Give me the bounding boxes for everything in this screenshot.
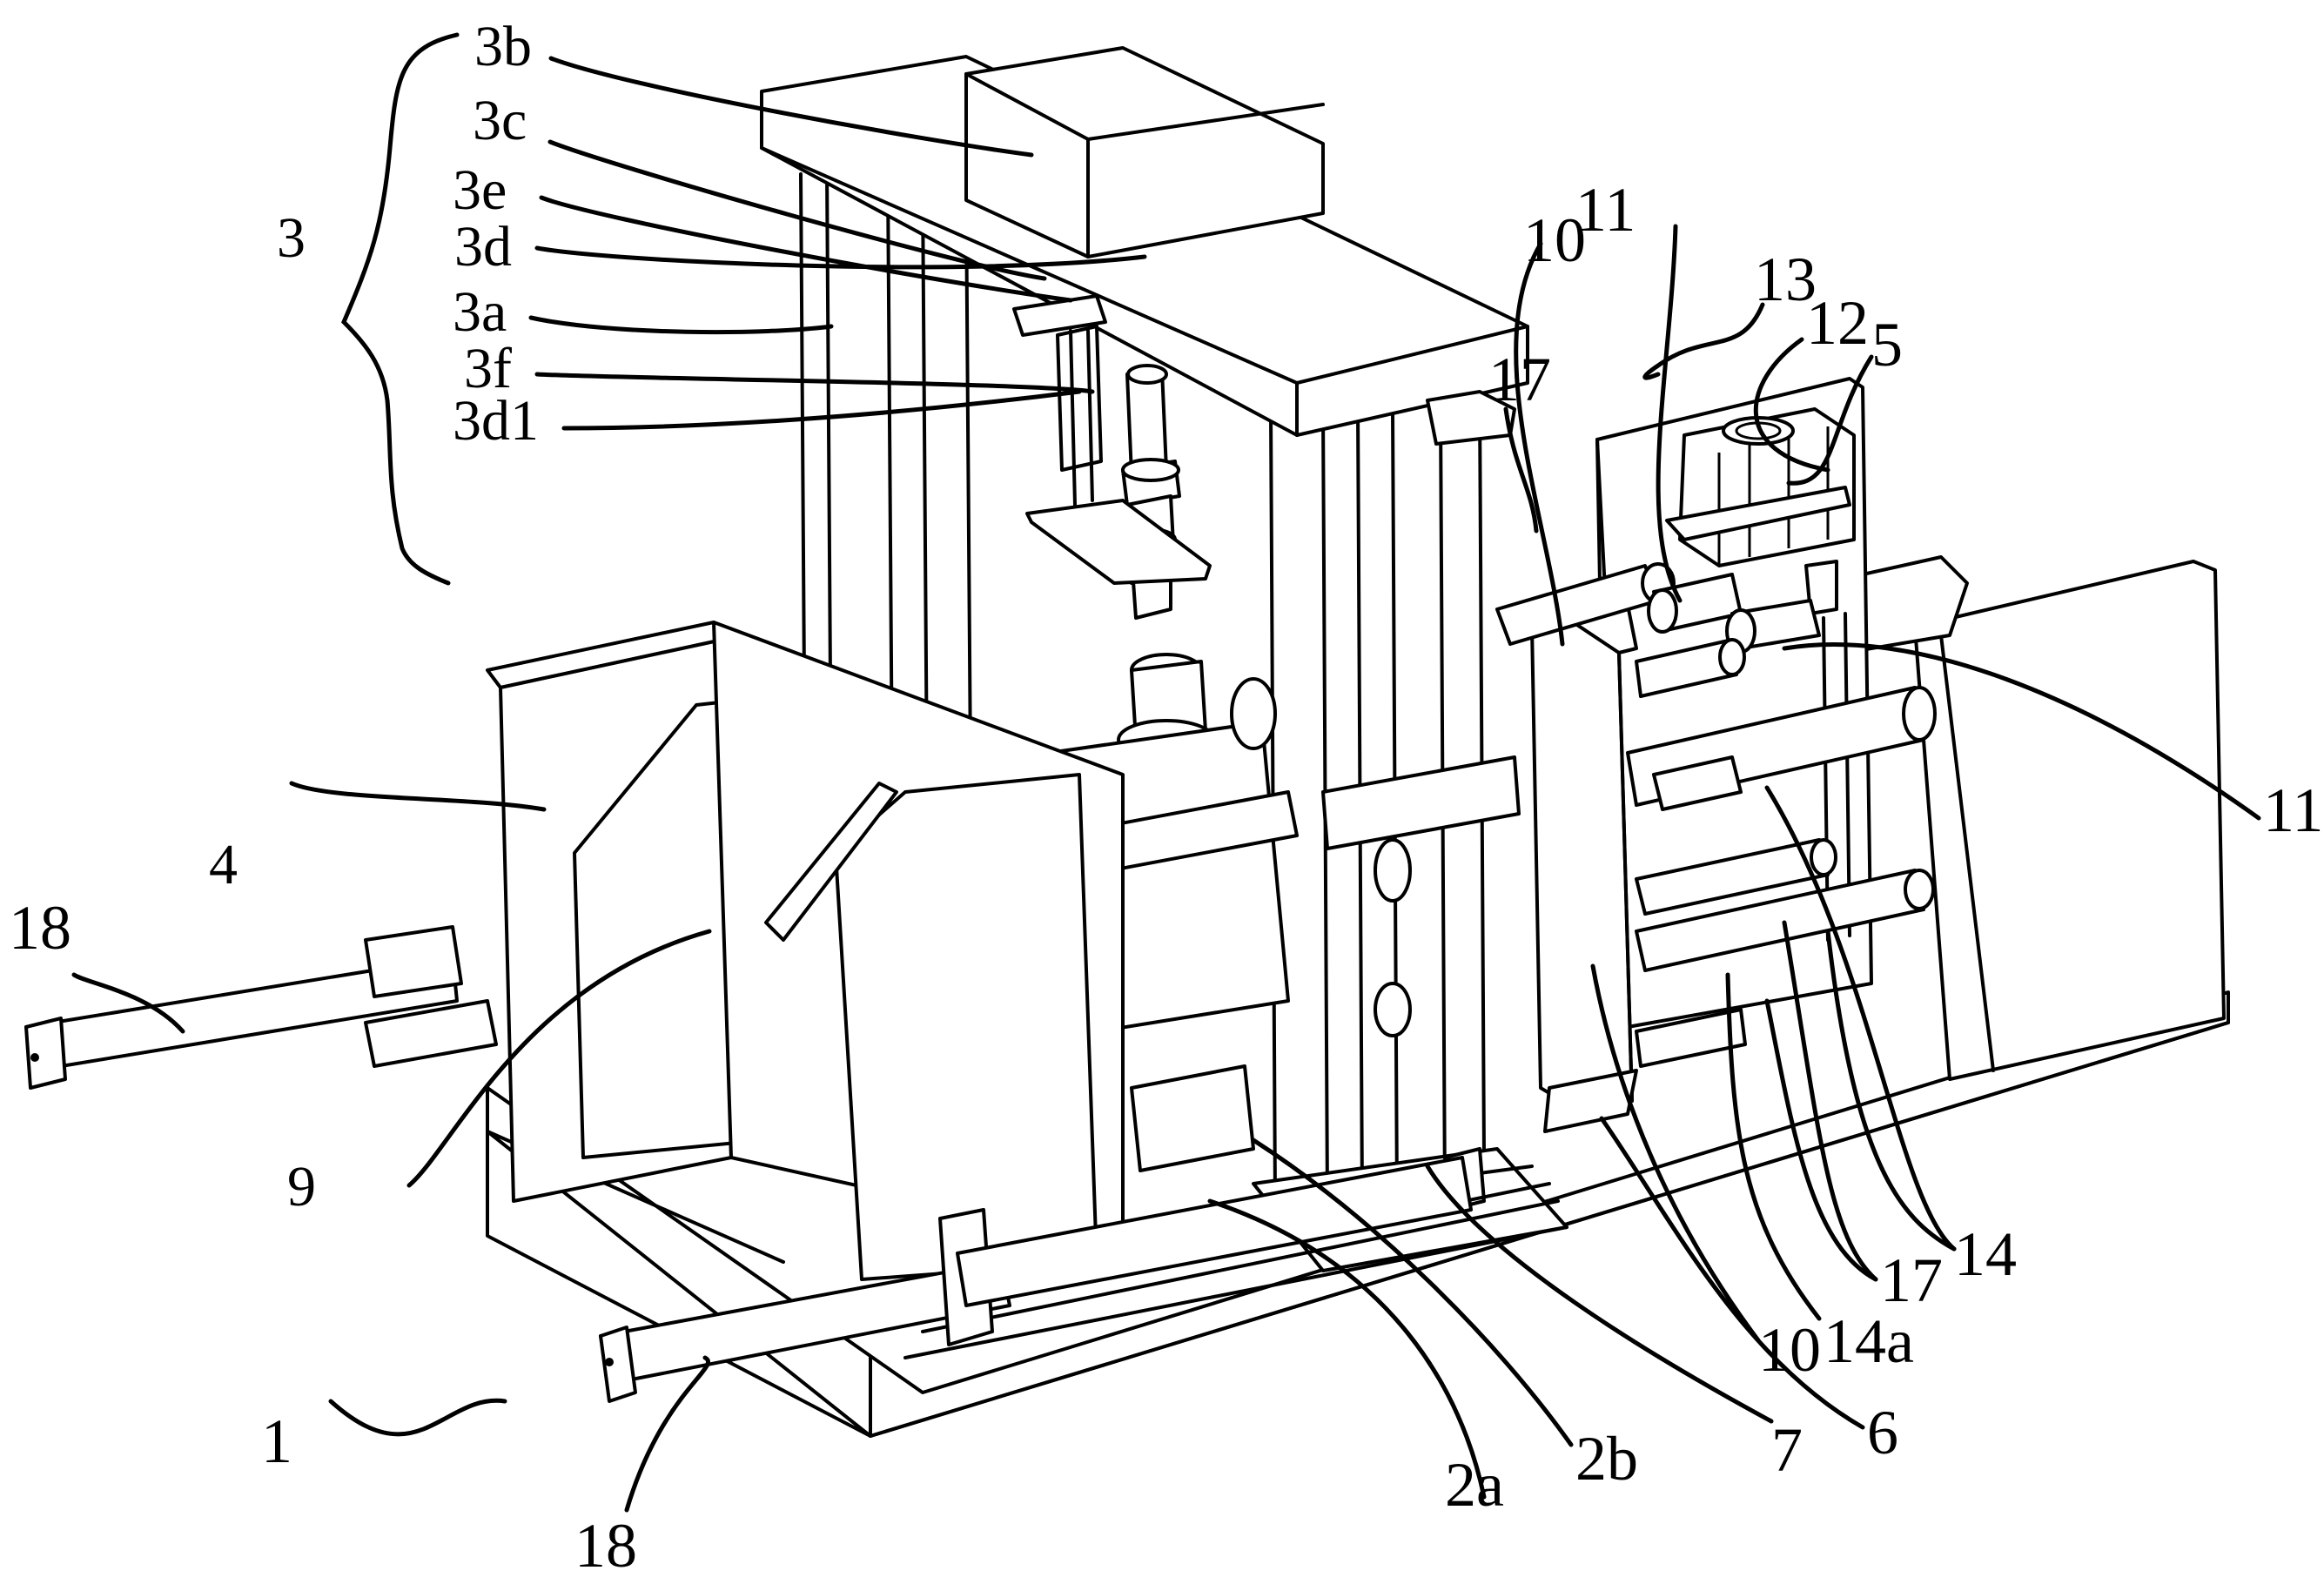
label-7: 7: [1771, 1415, 1803, 1485]
label-11-lower: 11: [2263, 775, 2323, 845]
label-9: 9: [287, 1155, 316, 1218]
label-11-upper: 11: [1575, 175, 1636, 245]
label-3a: 3a: [453, 280, 507, 344]
label-2b: 2b: [1575, 1424, 1638, 1493]
label-3: 3: [277, 206, 306, 270]
moving-plate-6: [1530, 603, 1638, 1116]
cylinder-13: [1665, 407, 1856, 567]
label-3c: 3c: [473, 89, 527, 152]
label-5: 5: [1871, 310, 1903, 379]
label-14: 14: [1954, 1219, 2017, 1289]
reference-labels: 3b 3c 3e 3d 3a 3f 3d1 3 4 18 9 1 18 2a 2…: [9, 15, 2323, 1581]
label-13: 13: [1754, 245, 1817, 314]
label-3e: 3e: [453, 158, 507, 222]
label-2a: 2a: [1445, 1450, 1504, 1520]
label-3d: 3d: [454, 215, 512, 279]
label-14a: 14a: [1824, 1306, 1914, 1376]
label-18-upper: 18: [9, 893, 71, 963]
label-10-lower: 10: [1758, 1315, 1821, 1385]
label-18-lower: 18: [574, 1511, 637, 1581]
guide-rods: [1495, 562, 1937, 1068]
label-3f: 3f: [464, 337, 512, 400]
label-4: 4: [209, 833, 238, 896]
label-10-upper: 10: [1523, 205, 1586, 275]
cylinder-18-upper: [24, 925, 498, 1090]
label-1: 1: [261, 1406, 292, 1476]
label-17-upper: 17: [1488, 345, 1551, 414]
label-3b: 3b: [474, 15, 532, 78]
label-17-lower: 17: [1880, 1245, 1943, 1315]
left-clamp-4: [486, 621, 1125, 1281]
label-3d1: 3d1: [453, 389, 539, 453]
cylinder-18-lower: [599, 1156, 1473, 1403]
leader-lines: [71, 32, 2261, 1513]
label-12: 12: [1806, 288, 1869, 358]
label-6: 6: [1867, 1398, 1898, 1467]
